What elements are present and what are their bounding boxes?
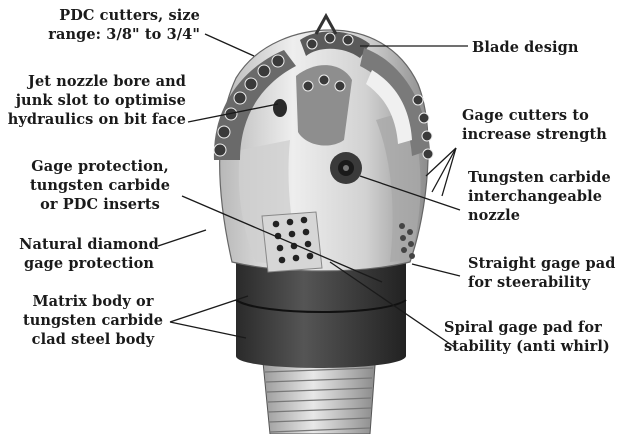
label-gage-protection: Gage protection, tungsten carbide or PDC… <box>12 157 188 214</box>
label-blade-design: Blade design <box>472 38 612 57</box>
label-matrix-body: Matrix body or tungsten carbide clad ste… <box>8 292 178 349</box>
label-gage-cutters: Gage cutters to increase strength <box>462 106 612 144</box>
label-pdc-cutters: PDC cutters, size range: 3/8" to 3/4" <box>20 6 200 44</box>
label-spiral-gage-pad: Spiral gage pad for stability (anti whir… <box>444 318 620 356</box>
center-blade <box>296 65 352 145</box>
jet-nozzle-bore <box>273 99 287 117</box>
label-natural-diamond: Natural diamond gage protection <box>14 235 164 273</box>
interchangeable-nozzle <box>330 152 362 184</box>
label-tungsten-nozzle: Tungsten carbide interchangeable nozzle <box>468 168 618 225</box>
label-jet-nozzle: Jet nozzle bore and junk slot to optimis… <box>0 72 186 129</box>
label-straight-gage-pad: Straight gage pad for steerability <box>468 254 618 292</box>
straight-gage-pad <box>262 212 322 272</box>
